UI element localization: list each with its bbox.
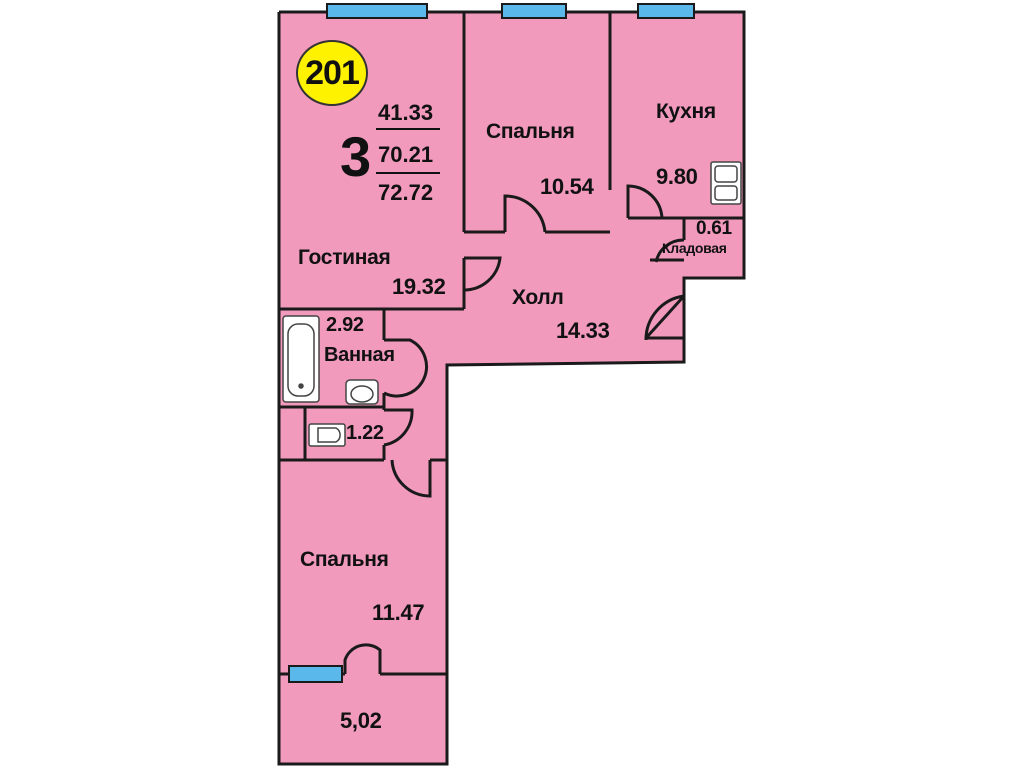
door-balcony [343,643,382,674]
balcony-area: 5,02 [340,708,382,733]
storage-area: 0.61 [696,218,732,239]
sink-icon [345,379,379,405]
door-storage [650,238,685,263]
total-area-value: 70.21 [378,142,434,167]
window-kitchen [637,3,695,19]
door-bedroom-bottom [390,459,432,498]
hall-name: Холл [512,286,564,309]
bedroom-bottom-area: 11.47 [372,600,425,625]
bathtub-drain [298,383,304,389]
door-hall-arc [644,294,685,341]
living-area-value: 41.33 [378,100,434,125]
bathtub-inner [287,323,315,397]
doors [343,184,686,674]
bedroom-bottom-name: Спальня [300,548,389,571]
living-room-area: 19.32 [392,274,446,299]
room-fill-balcony [279,674,447,764]
windows [288,3,695,683]
hall-area: 14.33 [556,318,610,343]
bathroom-area: 2.92 [326,314,364,336]
bedroom-top-name: Спальня [486,120,575,143]
bedroom-top-area: 10.54 [540,174,594,199]
room-fill-hall [384,218,684,460]
bathtub-icon [282,315,320,403]
kitchen-sink-bottom [714,185,738,201]
fraction-line-1 [376,128,440,130]
kitchen-sink-top [714,165,738,183]
stove-sink-icon [710,161,742,205]
storage-name: Кладовая [662,240,727,256]
door-kitchen [626,184,664,219]
door-hall-entry [644,294,686,340]
window-bedroom-bottom [288,665,343,683]
room-fill-bedroom-top [464,12,610,232]
door-bedroom-top [503,194,547,233]
toilet-bowl [317,427,341,443]
door-bathroom [383,338,428,398]
fraction-line-2 [376,172,440,174]
door-toilet [383,408,414,447]
bathroom-name: Ванная [324,344,395,366]
room-fills [279,12,744,764]
window-living [326,3,428,19]
living-room-name: Гостиная [298,246,391,269]
walls [277,10,746,766]
room-fill-storage [684,218,744,278]
kitchen-area: 9.80 [656,164,698,189]
apartment-number-badge: 201 [296,40,368,106]
window-bedroom-top [501,3,567,19]
door-living [463,256,502,292]
rooms-count: 3 [340,125,372,188]
total-area-with-balcony-value: 72.72 [378,180,434,205]
kitchen-name: Кухня [656,100,716,123]
fixtures [282,161,742,447]
sink-basin [350,385,374,403]
toilet-area: 1.22 [346,422,384,444]
